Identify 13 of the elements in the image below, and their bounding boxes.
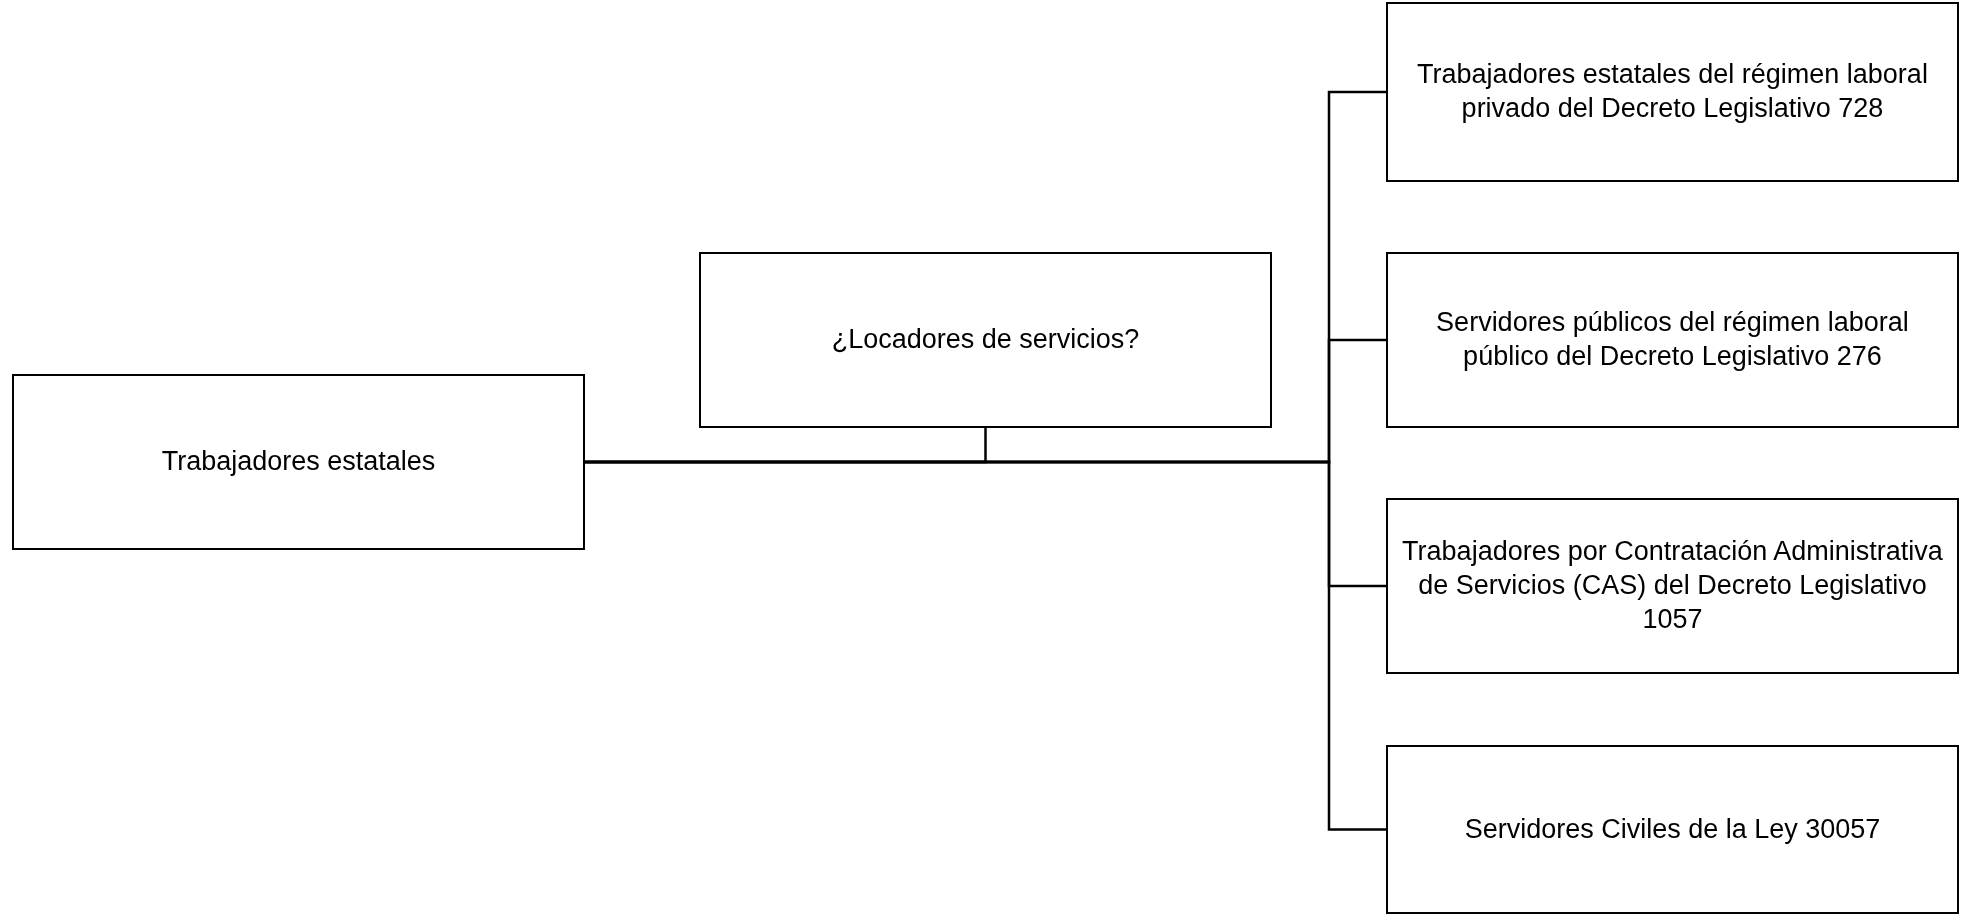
box-label: Trabajadores estatales	[161, 445, 436, 479]
box-label: Servidores públicos del régimen laboral público del Decreto Legislativo 276	[1435, 306, 1910, 373]
process-box	[1386, 745, 1959, 914]
box-label: Servidores Civiles de la Ley 30057	[1464, 812, 1881, 846]
process-box	[1386, 2, 1959, 182]
process-box	[699, 252, 1272, 428]
box-label: Trabajadores estatales del régimen laboral privado del Decreto Legislativo 728	[1416, 58, 1929, 125]
box-label: ¿Locadores de servicios?	[831, 323, 1140, 357]
process-box	[12, 374, 585, 550]
process-box	[1386, 498, 1959, 674]
connector-line	[585, 460, 1386, 831]
box-label: Trabajadores por Contratación Administrativa de Servicios (CAS) del Decreto Legislativo 1057	[1401, 535, 1944, 636]
process-box	[1386, 252, 1959, 428]
